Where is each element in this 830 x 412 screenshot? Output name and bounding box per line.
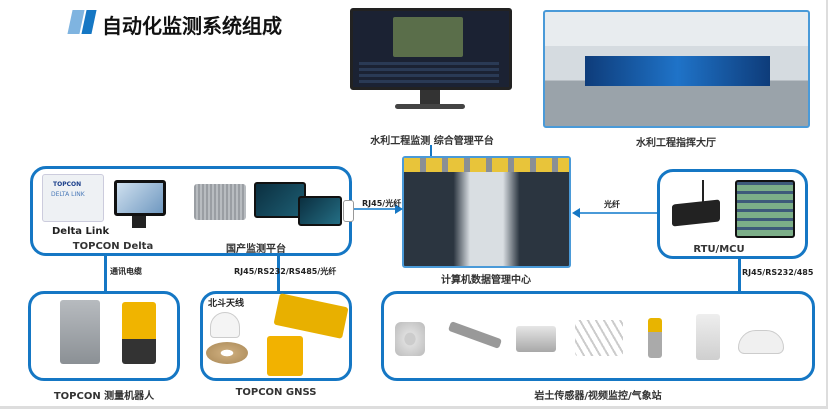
monitor-connector [430, 145, 432, 157]
rtu-label: RTU/MCU [693, 244, 745, 255]
link-left-line [354, 208, 396, 210]
pc-monitor-image [114, 180, 166, 216]
gnss-antenna-label: 北斗天线 [208, 299, 245, 309]
datacenter-label: 计算机数据管理中心 [441, 275, 531, 286]
command-hall-label: 水利工程指挥大厅 [636, 138, 716, 149]
pc-monitor-stand [132, 216, 146, 228]
sensors-label: 岩土传感器/视频监控/气象站 [534, 391, 662, 402]
monitor-base [395, 104, 465, 109]
industrial-pc-image [194, 184, 246, 220]
weather-station-image [696, 314, 720, 360]
page-title: 自动化监测系统组成 [102, 14, 282, 38]
total-station-yellow-image [122, 302, 156, 364]
dome-camera-image [738, 330, 784, 354]
robot-group [28, 291, 180, 381]
rtu-link-label: RJ45/RS232/485 [742, 268, 814, 277]
monitor-image [350, 8, 512, 90]
gnss-dome-antenna-image [210, 312, 240, 338]
link-right-label: 光纤 [604, 200, 620, 209]
link-gnss-label: RJ45/RS232/RS485/光纤 [234, 267, 337, 276]
gnss-module-image [267, 336, 303, 376]
sensor-plate-image [395, 322, 425, 356]
phone-image [343, 200, 354, 222]
delta-link-device-image: TOPCON DELTA LINK [42, 174, 104, 222]
platform-label: 国产监测平台 [226, 244, 286, 255]
link-robot-label: 通讯电缆 [110, 267, 142, 276]
platform-laptop-image [298, 196, 342, 226]
monitor-label: 水利工程监测 综合管理平台 [370, 136, 494, 147]
radar-level-gauge-image [648, 318, 662, 358]
topcon-delta-label: TOPCON Delta [72, 241, 154, 252]
robot-connector [104, 256, 107, 292]
total-station-gray-image [60, 300, 100, 364]
command-hall-image [543, 10, 810, 128]
datacenter-image [402, 156, 571, 268]
delta-link-label: Delta Link [52, 226, 110, 237]
strain-gauges-image [575, 320, 623, 356]
antenna-icon [702, 180, 704, 204]
gnss-label: TOPCON GNSS [235, 387, 317, 398]
tilt-sensor-image [516, 326, 556, 352]
link-right-line [580, 212, 657, 214]
link-left-label: RJ45/光纤 [362, 199, 402, 208]
sensors-connector [738, 258, 741, 292]
mcu-cabinet-image [735, 180, 795, 238]
monitor-stand [420, 90, 440, 104]
gnss-connector [277, 256, 280, 292]
arrow-left-icon [572, 208, 580, 218]
arrow-right-icon [395, 204, 403, 214]
choke-ring-antenna-image [206, 342, 248, 364]
robot-label: TOPCON 测量机器人 [53, 391, 155, 402]
